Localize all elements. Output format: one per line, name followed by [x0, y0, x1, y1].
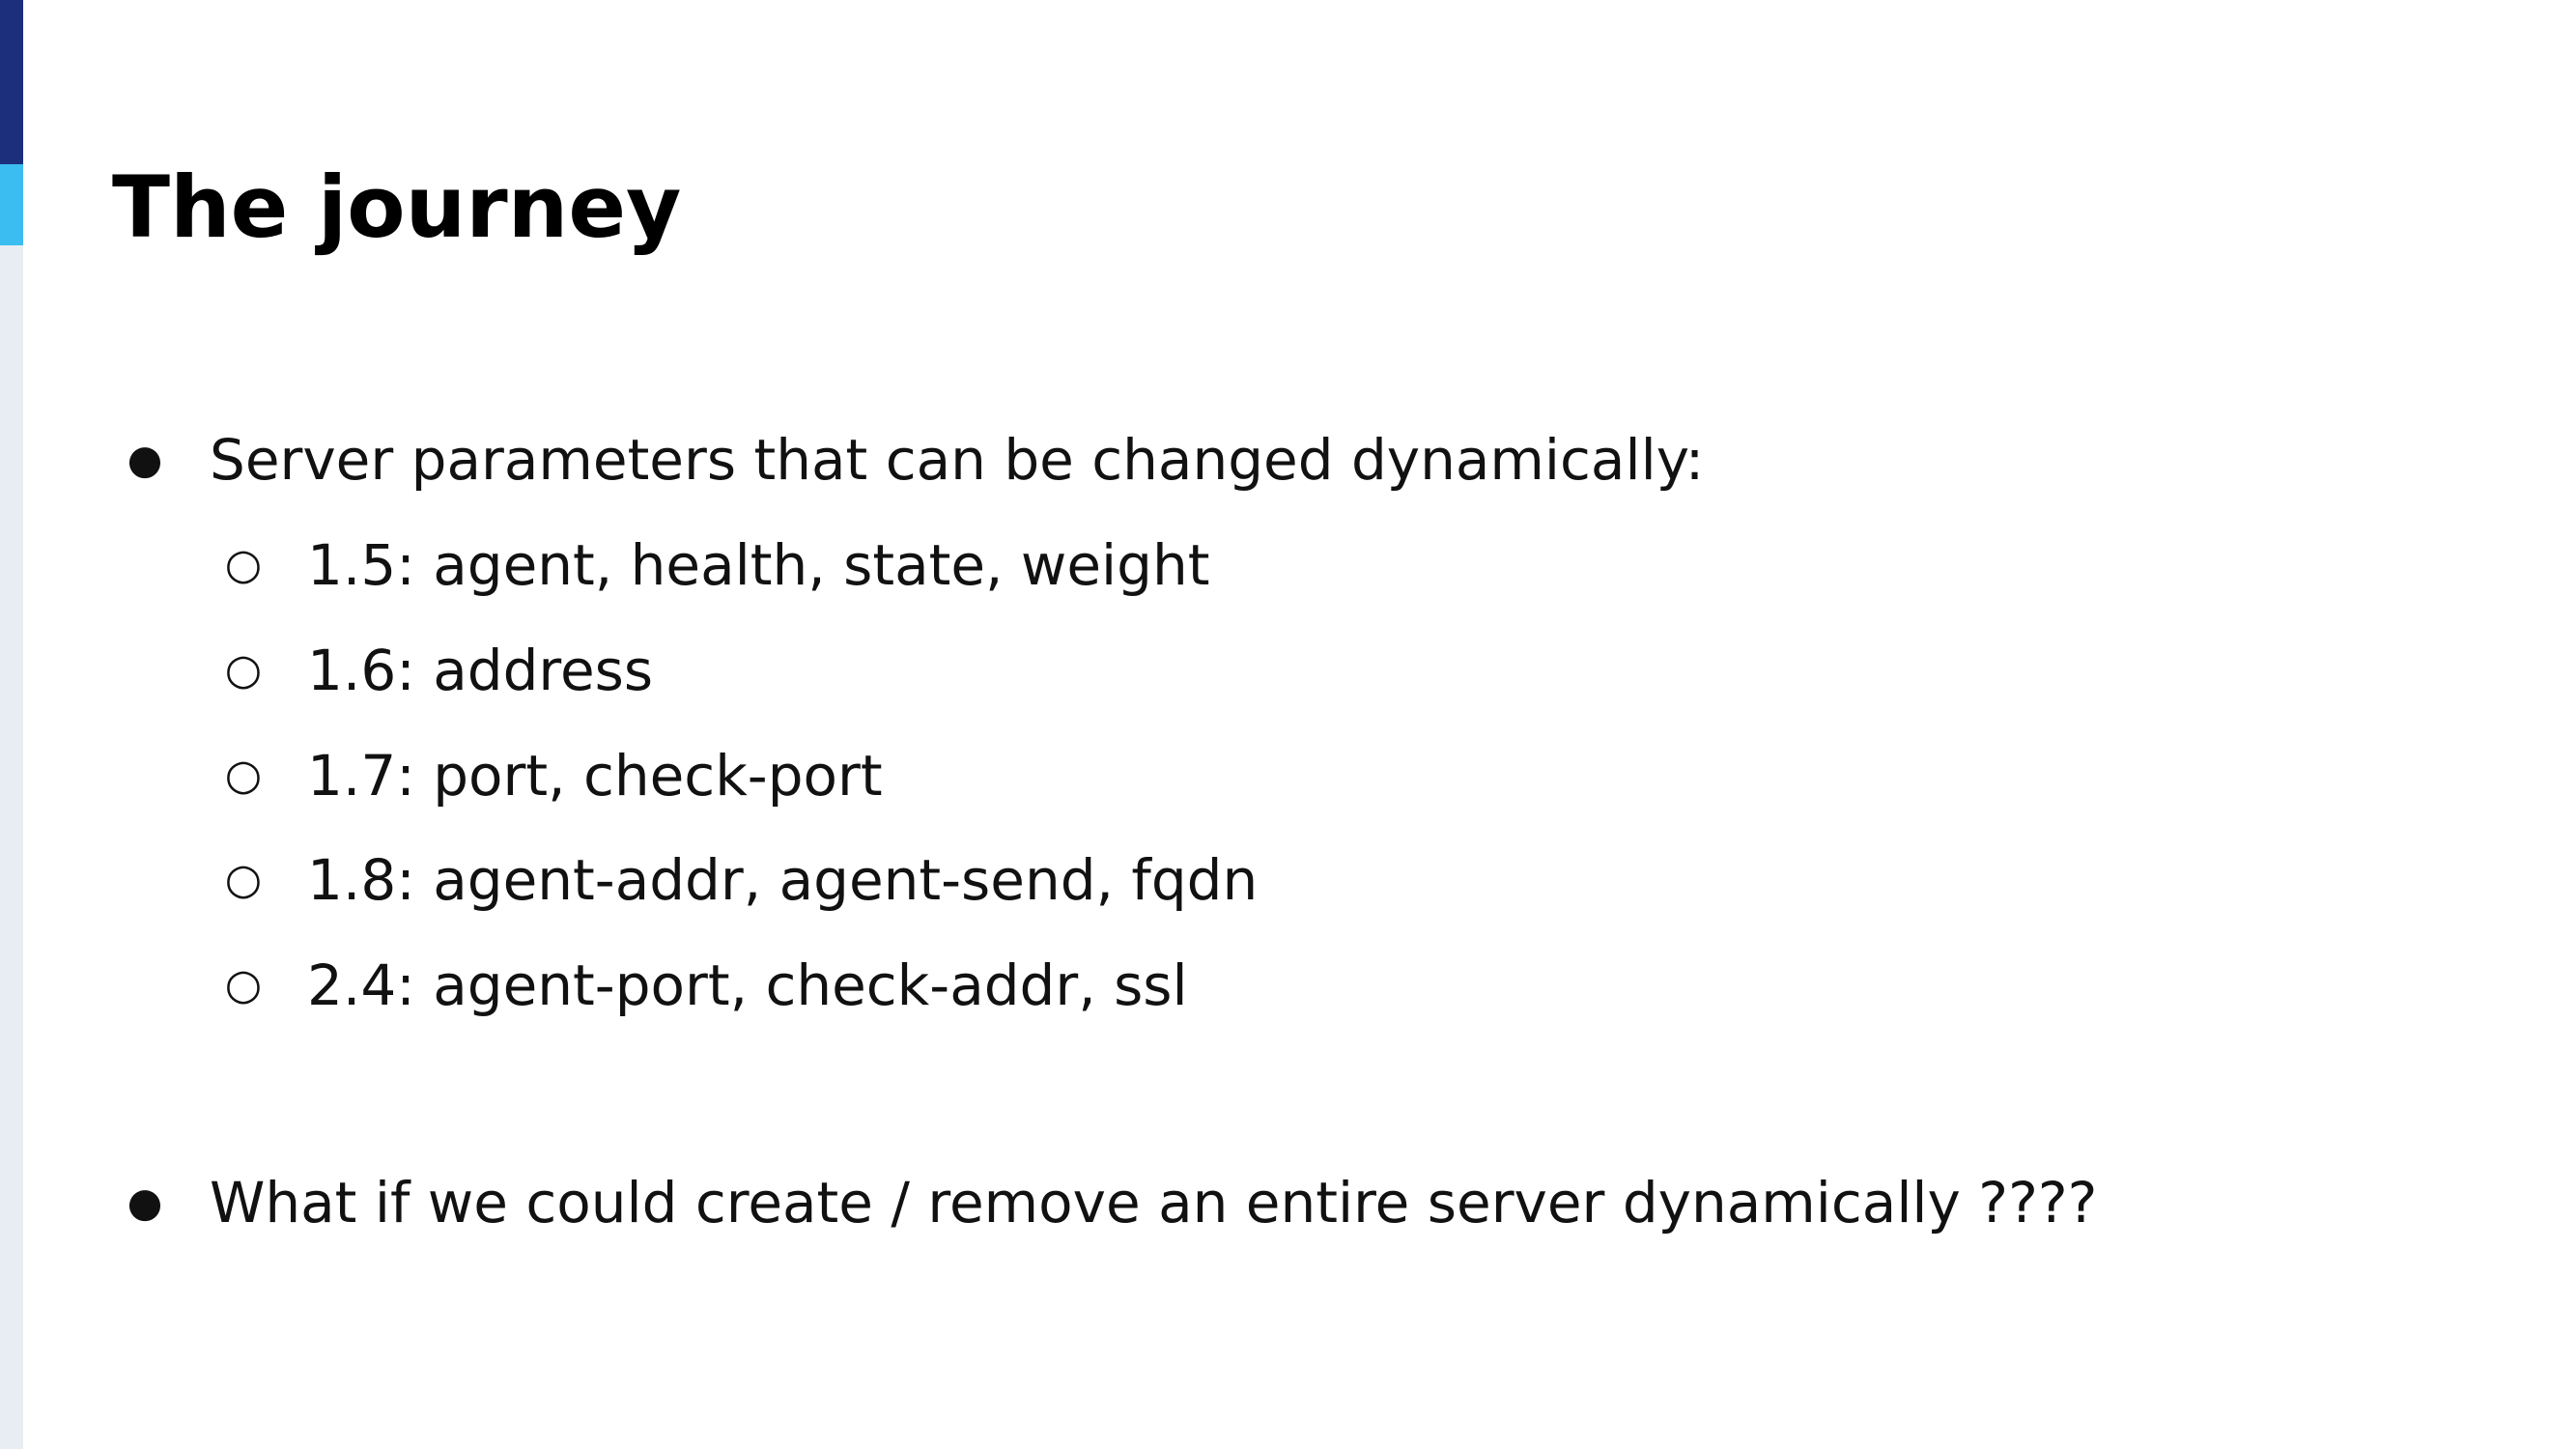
sub-bullet-text: 1.8: agent-addr, agent-send, fqdn — [307, 847, 1259, 913]
bullet-text: What if we could create / remove an enti… — [210, 1170, 2098, 1236]
sub-bullet-item: ○ 1.6: address — [0, 632, 2576, 709]
sub-bullet-item: ○ 1.5: agent, health, state, weight — [0, 526, 2576, 604]
bullet-marker-filled: ● — [127, 436, 163, 483]
bullet-marker-hollow: ○ — [224, 855, 263, 904]
bullet-marker-hollow: ○ — [224, 540, 263, 589]
bullet-item-create-remove-server: ● What if we could create / remove an en… — [0, 1164, 2576, 1241]
bullet-marker-hollow: ○ — [224, 960, 263, 1009]
bullet-marker-hollow: ○ — [224, 751, 263, 800]
sub-bullet-item: ○ 1.8: agent-addr, agent-send, fqdn — [0, 841, 2576, 919]
bullet-text: Server parameters that can be changed dy… — [210, 427, 1705, 493]
sub-bullet-text: 1.7: port, check-port — [307, 743, 883, 809]
sub-bullet-text: 2.4: agent-port, check-addr, ssl — [307, 952, 1188, 1018]
accent-light-block — [0, 164, 23, 245]
slide-title: The journey — [112, 157, 682, 257]
sub-bullet-item: ○ 1.7: port, check-port — [0, 737, 2576, 814]
sub-bullet-text: 1.5: agent, health, state, weight — [307, 532, 1210, 598]
accent-dark-block — [0, 0, 23, 164]
sub-bullet-item: ○ 2.4: agent-port, check-addr, ssl — [0, 947, 2576, 1024]
sub-bullet-text: 1.6: address — [307, 638, 654, 703]
bullet-marker-filled: ● — [127, 1179, 163, 1226]
bullet-item-server-parameters: ● Server parameters that can be changed … — [0, 421, 2576, 498]
bullet-marker-hollow: ○ — [224, 645, 263, 695]
